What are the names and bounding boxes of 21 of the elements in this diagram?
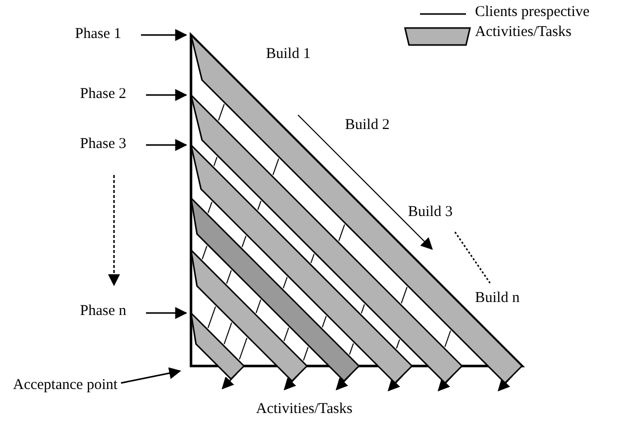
build-label: Build 1 [266, 46, 311, 63]
task-bar [190, 197, 360, 382]
phase-label: Phase 3 [80, 136, 126, 153]
task-bar [190, 94, 463, 384]
arrow [141, 29, 188, 41]
task-bar [190, 312, 245, 380]
arrow [120, 367, 182, 384]
arrow [146, 307, 188, 319]
phase-label: Phase n [80, 303, 126, 320]
build-label: Build 3 [408, 204, 453, 221]
legend-text: Clients prespective [475, 4, 590, 21]
legend-text: Activities/Tasks [475, 24, 572, 41]
acceptance-label: Acceptance point [13, 377, 118, 394]
build-label: Build 2 [345, 117, 390, 134]
axis-label: Activities/Tasks [256, 401, 352, 418]
arrow [146, 89, 188, 101]
phase-label: Phase 2 [80, 86, 126, 103]
task-bar [190, 249, 308, 382]
build-label: Build n [475, 290, 520, 307]
phase-label: Phase 1 [75, 26, 122, 43]
arrow [146, 139, 188, 151]
